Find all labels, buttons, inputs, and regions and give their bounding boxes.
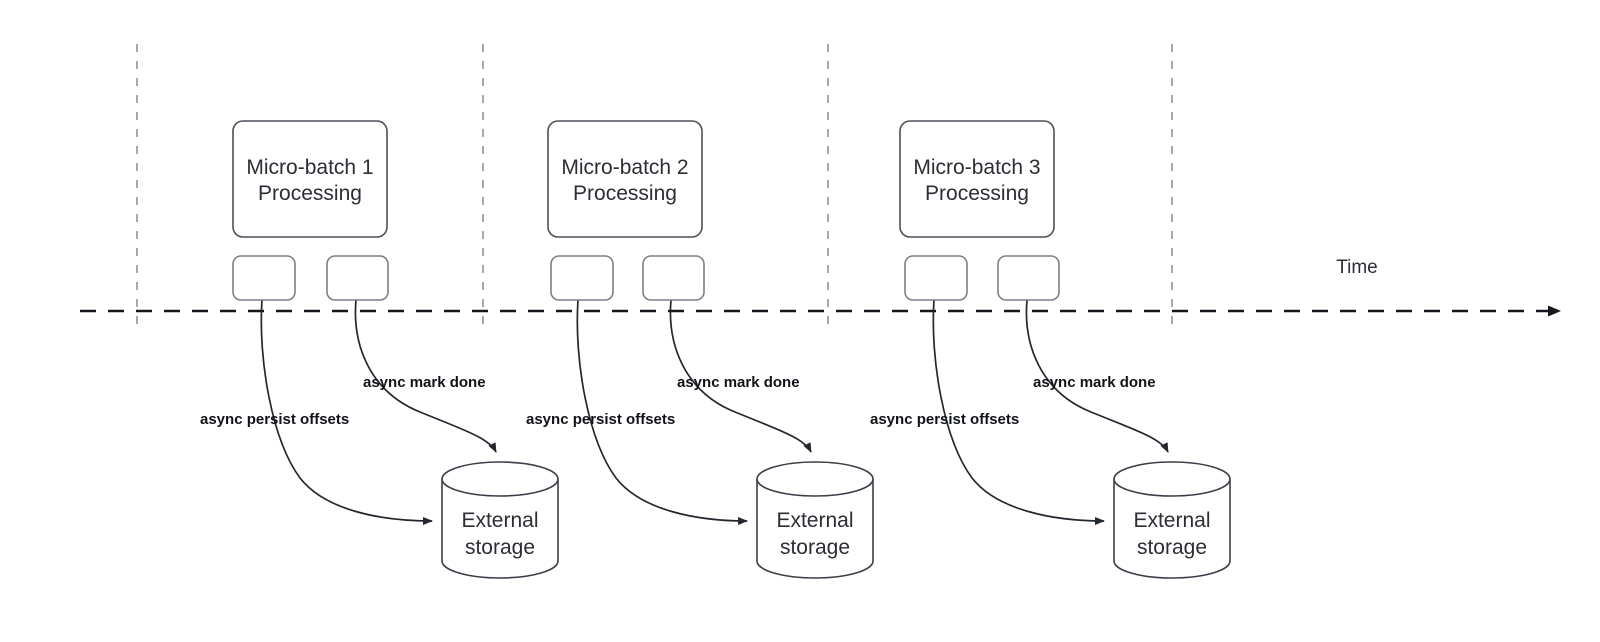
external-storage-3-body[interactable] — [1113, 479, 1231, 579]
micro-batch-3-box[interactable] — [899, 120, 1055, 238]
external-storage-2-label-line2: storage — [780, 536, 850, 559]
external-storage-1-label-line2: storage — [465, 536, 535, 559]
async-persist-offsets-2-label: async persist offsets — [526, 411, 675, 428]
async-persist-offsets-1-path — [260, 299, 433, 525]
async-persist-offsets-3-path — [932, 299, 1105, 525]
external-storage-2-body[interactable] — [756, 479, 874, 579]
tick-lines-group — [136, 44, 1173, 330]
micro-batch-2-box[interactable] — [547, 120, 703, 238]
external-storage-1-top — [441, 461, 559, 497]
micro-batch-1-persist-offsets-task[interactable] — [232, 255, 296, 301]
micro-batch-1-label-line2: Processing — [258, 182, 362, 205]
async-mark-done-2-label: async mark done — [677, 374, 800, 391]
micro-batch-1-box[interactable] — [232, 120, 388, 238]
async-persist-offsets-1-label: async persist offsets — [200, 411, 349, 428]
external-storage-1-label-line1: External — [461, 509, 538, 532]
async-persist-offsets-3-label: async persist offsets — [870, 411, 1019, 428]
micro-batch-2-mark-done-task[interactable] — [642, 255, 705, 301]
micro-batch-1-label-line1: Micro-batch 1 — [246, 156, 373, 179]
micro-batch-3-persist-offsets-task[interactable] — [904, 255, 968, 301]
async-mark-done-1-label: async mark done — [363, 374, 486, 391]
micro-batch-3-mark-done-task[interactable] — [997, 255, 1060, 301]
async-persist-offsets-2-path — [576, 299, 748, 525]
async-mark-done-1-path — [354, 299, 497, 453]
micro-batch-2-label-line2: Processing — [573, 182, 677, 205]
external-storage-2-top — [756, 461, 874, 497]
external-storage-1-body[interactable] — [441, 479, 559, 579]
micro-batch-3-label-line1: Micro-batch 3 — [913, 156, 1040, 179]
async-mark-done-3-label: async mark done — [1033, 374, 1156, 391]
external-storage-3-label-line1: External — [1133, 509, 1210, 532]
external-storage-3-top — [1113, 461, 1231, 497]
edges-group — [260, 299, 1169, 525]
nodes-group — [232, 120, 1231, 579]
async-mark-done-2-path — [669, 299, 812, 453]
micro-batch-3-label-line2: Processing — [925, 182, 1029, 205]
micro-batch-2-persist-offsets-task[interactable] — [550, 255, 614, 301]
time-axis-label: Time — [1336, 257, 1378, 278]
external-storage-2-label-line1: External — [776, 509, 853, 532]
async-mark-done-3-path — [1025, 299, 1169, 453]
external-storage-3-label-line2: storage — [1137, 536, 1207, 559]
micro-batch-2-label-line1: Micro-batch 2 — [561, 156, 688, 179]
micro-batch-1-mark-done-task[interactable] — [326, 255, 389, 301]
